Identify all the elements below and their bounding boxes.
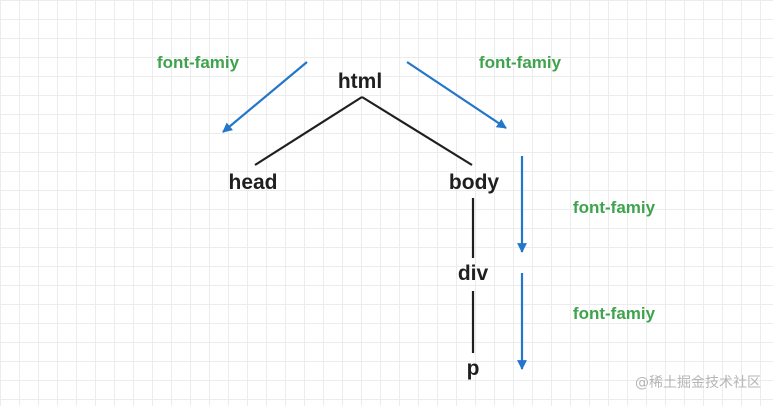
watermark: @稀土掘金技术社区 [635,375,761,391]
edge-html-head [254,96,363,166]
arrow-html-to-head [222,61,308,133]
node-head: head [228,171,278,194]
node-html: html [337,70,383,93]
node-body: body [448,171,500,194]
annotation-font-family-body: font-famiy [478,53,562,72]
annotation-font-family-div: font-famiy [572,198,656,217]
edge-html-body [361,96,473,166]
arrow-html-to-body [406,61,507,129]
node-p: p [466,357,480,380]
annotation-font-family-head: font-famiy [156,53,240,72]
annotation-font-family-p: font-famiy [572,304,656,323]
node-div: div [457,262,489,285]
